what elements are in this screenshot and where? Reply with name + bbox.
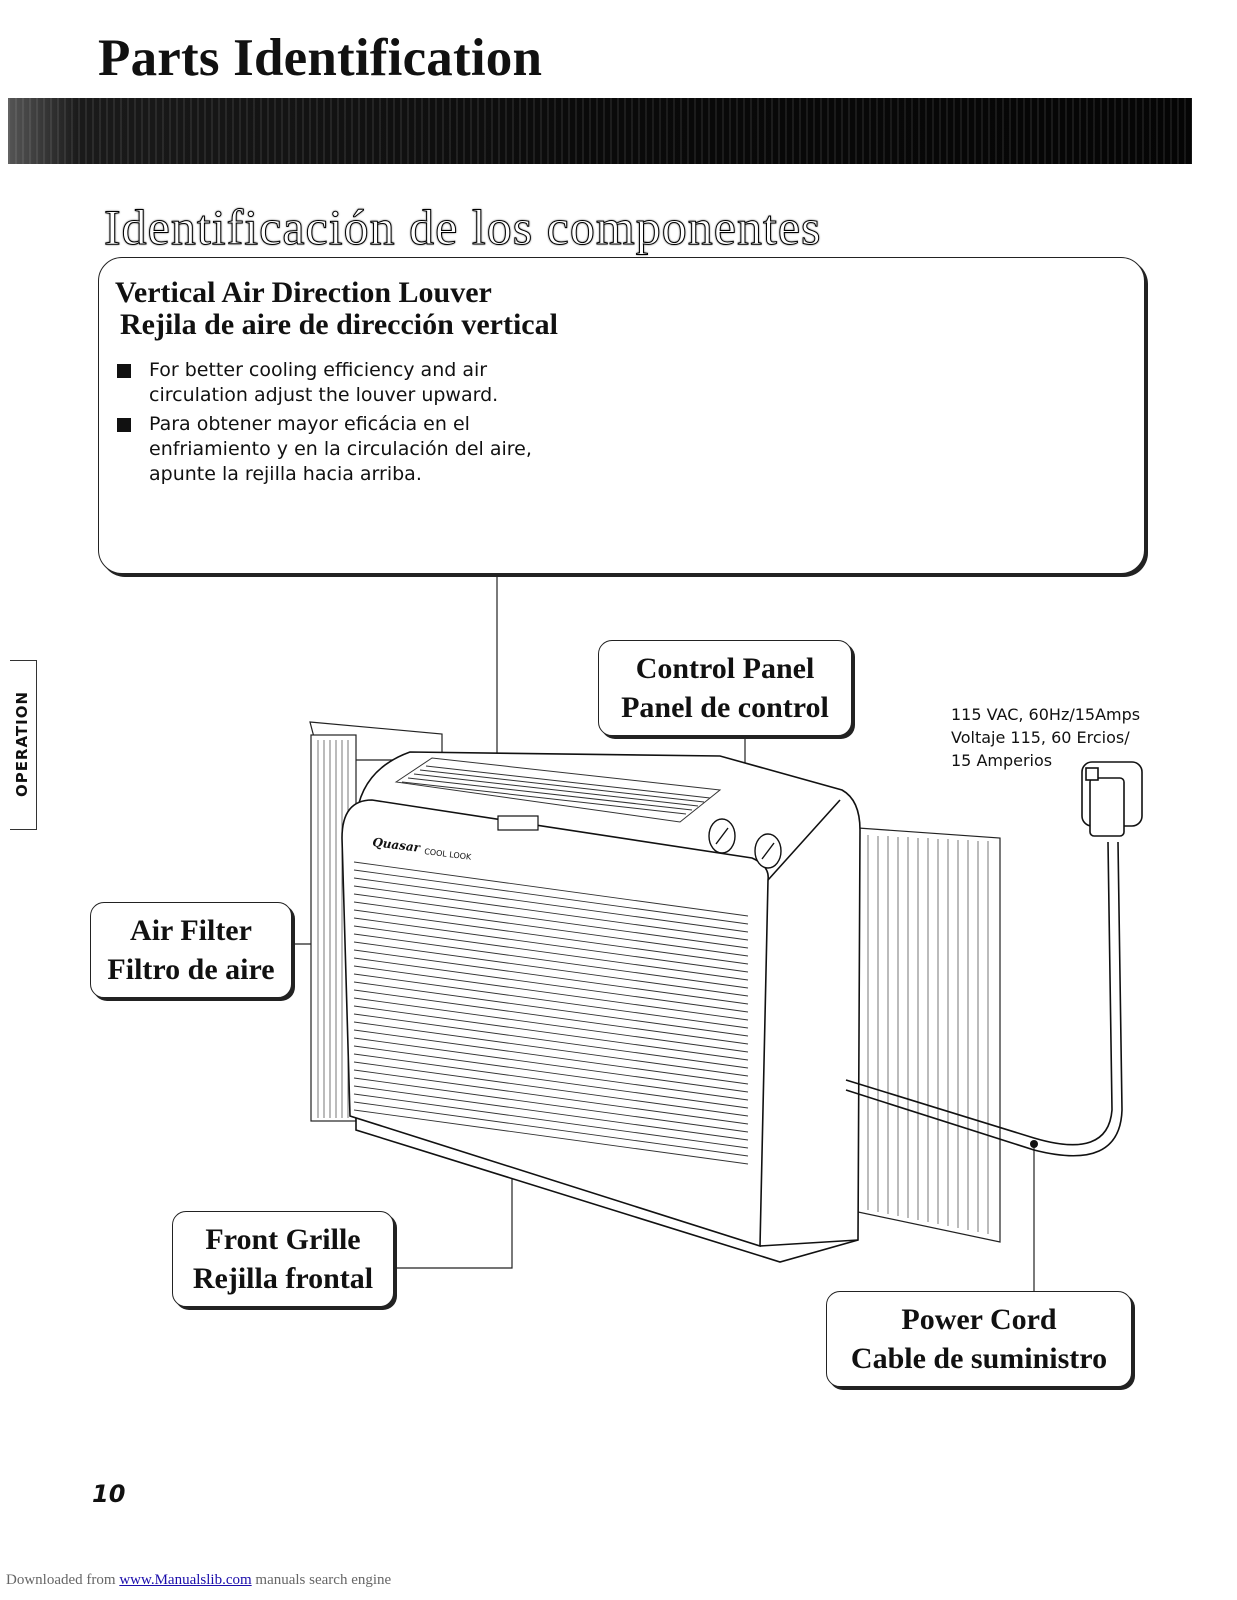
power-cord <box>845 841 1123 1157</box>
bullet-text-spanish: Para obtener mayor eficácia en el enfria… <box>149 413 532 485</box>
power-cord-english: Power Cord <box>901 1303 1057 1336</box>
power-cord-spanish: Cable de suministro <box>850 1342 1108 1375</box>
side-tab <box>10 660 37 830</box>
louver-heading-spanish: Rejila de aire de dirección vertical <box>120 308 558 341</box>
manualslib-link[interactable]: www.Manualslib.com <box>119 1572 252 1588</box>
page-number: 10 <box>92 1480 126 1508</box>
spec-line: Voltaje 115, 60 Ercios/ <box>951 728 1130 747</box>
louver-heading-english: Vertical Air Direction Louver <box>115 276 492 309</box>
air-filter-label: Air Filter Filtro de aire <box>90 902 292 998</box>
air-filter-spanish: Filtro de aire <box>107 953 275 986</box>
top-vent-grille <box>394 757 722 823</box>
louver-instructions: For better cooling efficiency and air ci… <box>115 358 549 491</box>
front-grille-slats <box>353 861 749 1165</box>
front-grille-spanish: Rejilla frontal <box>192 1262 374 1295</box>
vent-tab <box>497 815 539 831</box>
power-cord-label: Power Cord Cable de suministro <box>826 1291 1132 1387</box>
control-knobs <box>708 818 782 869</box>
footer-prefix: Downloaded from <box>6 1572 116 1588</box>
page-title-spanish: Identificación de los componentes <box>104 199 822 256</box>
list-item: Para obtener mayor eficácia en el enfria… <box>115 412 549 487</box>
download-footer: Downloaded from www.Manualslib.com manua… <box>6 1572 391 1589</box>
front-grille-label: Front Grille Rejilla frontal <box>172 1211 394 1307</box>
louver-info-box: Vertical Air Direction Louver Rejila de … <box>98 257 1145 574</box>
page-title-english: Parts Identification <box>98 29 543 87</box>
bullet-square-icon <box>117 418 131 432</box>
power-specification: 115 VAC, 60Hz/15Amps Voltaje 115, 60 Erc… <box>951 703 1140 772</box>
control-panel-label: Control Panel Panel de control <box>598 640 852 736</box>
front-grille-english: Front Grille <box>205 1223 361 1256</box>
spec-line: 115 VAC, 60Hz/15Amps <box>951 705 1141 724</box>
air-filter-english: Air Filter <box>130 914 252 947</box>
list-item: For better cooling efficiency and air ci… <box>115 358 549 408</box>
bullet-square-icon <box>117 364 131 378</box>
control-panel-spanish: Panel de control <box>621 691 829 724</box>
title-banner: Identificación de los componentes <box>8 98 1192 256</box>
brand-logo: Quasar <box>372 835 423 855</box>
power-plug-icon <box>1081 761 1143 837</box>
left-side-panel <box>309 721 443 1122</box>
spec-line: 15 Amperios <box>951 751 1053 770</box>
control-panel-english: Control Panel <box>635 652 815 685</box>
bullet-text-english: For better cooling efficiency and air ci… <box>149 359 499 406</box>
right-side-panel <box>857 827 1001 1243</box>
footer-suffix: manuals search engine <box>255 1572 392 1588</box>
